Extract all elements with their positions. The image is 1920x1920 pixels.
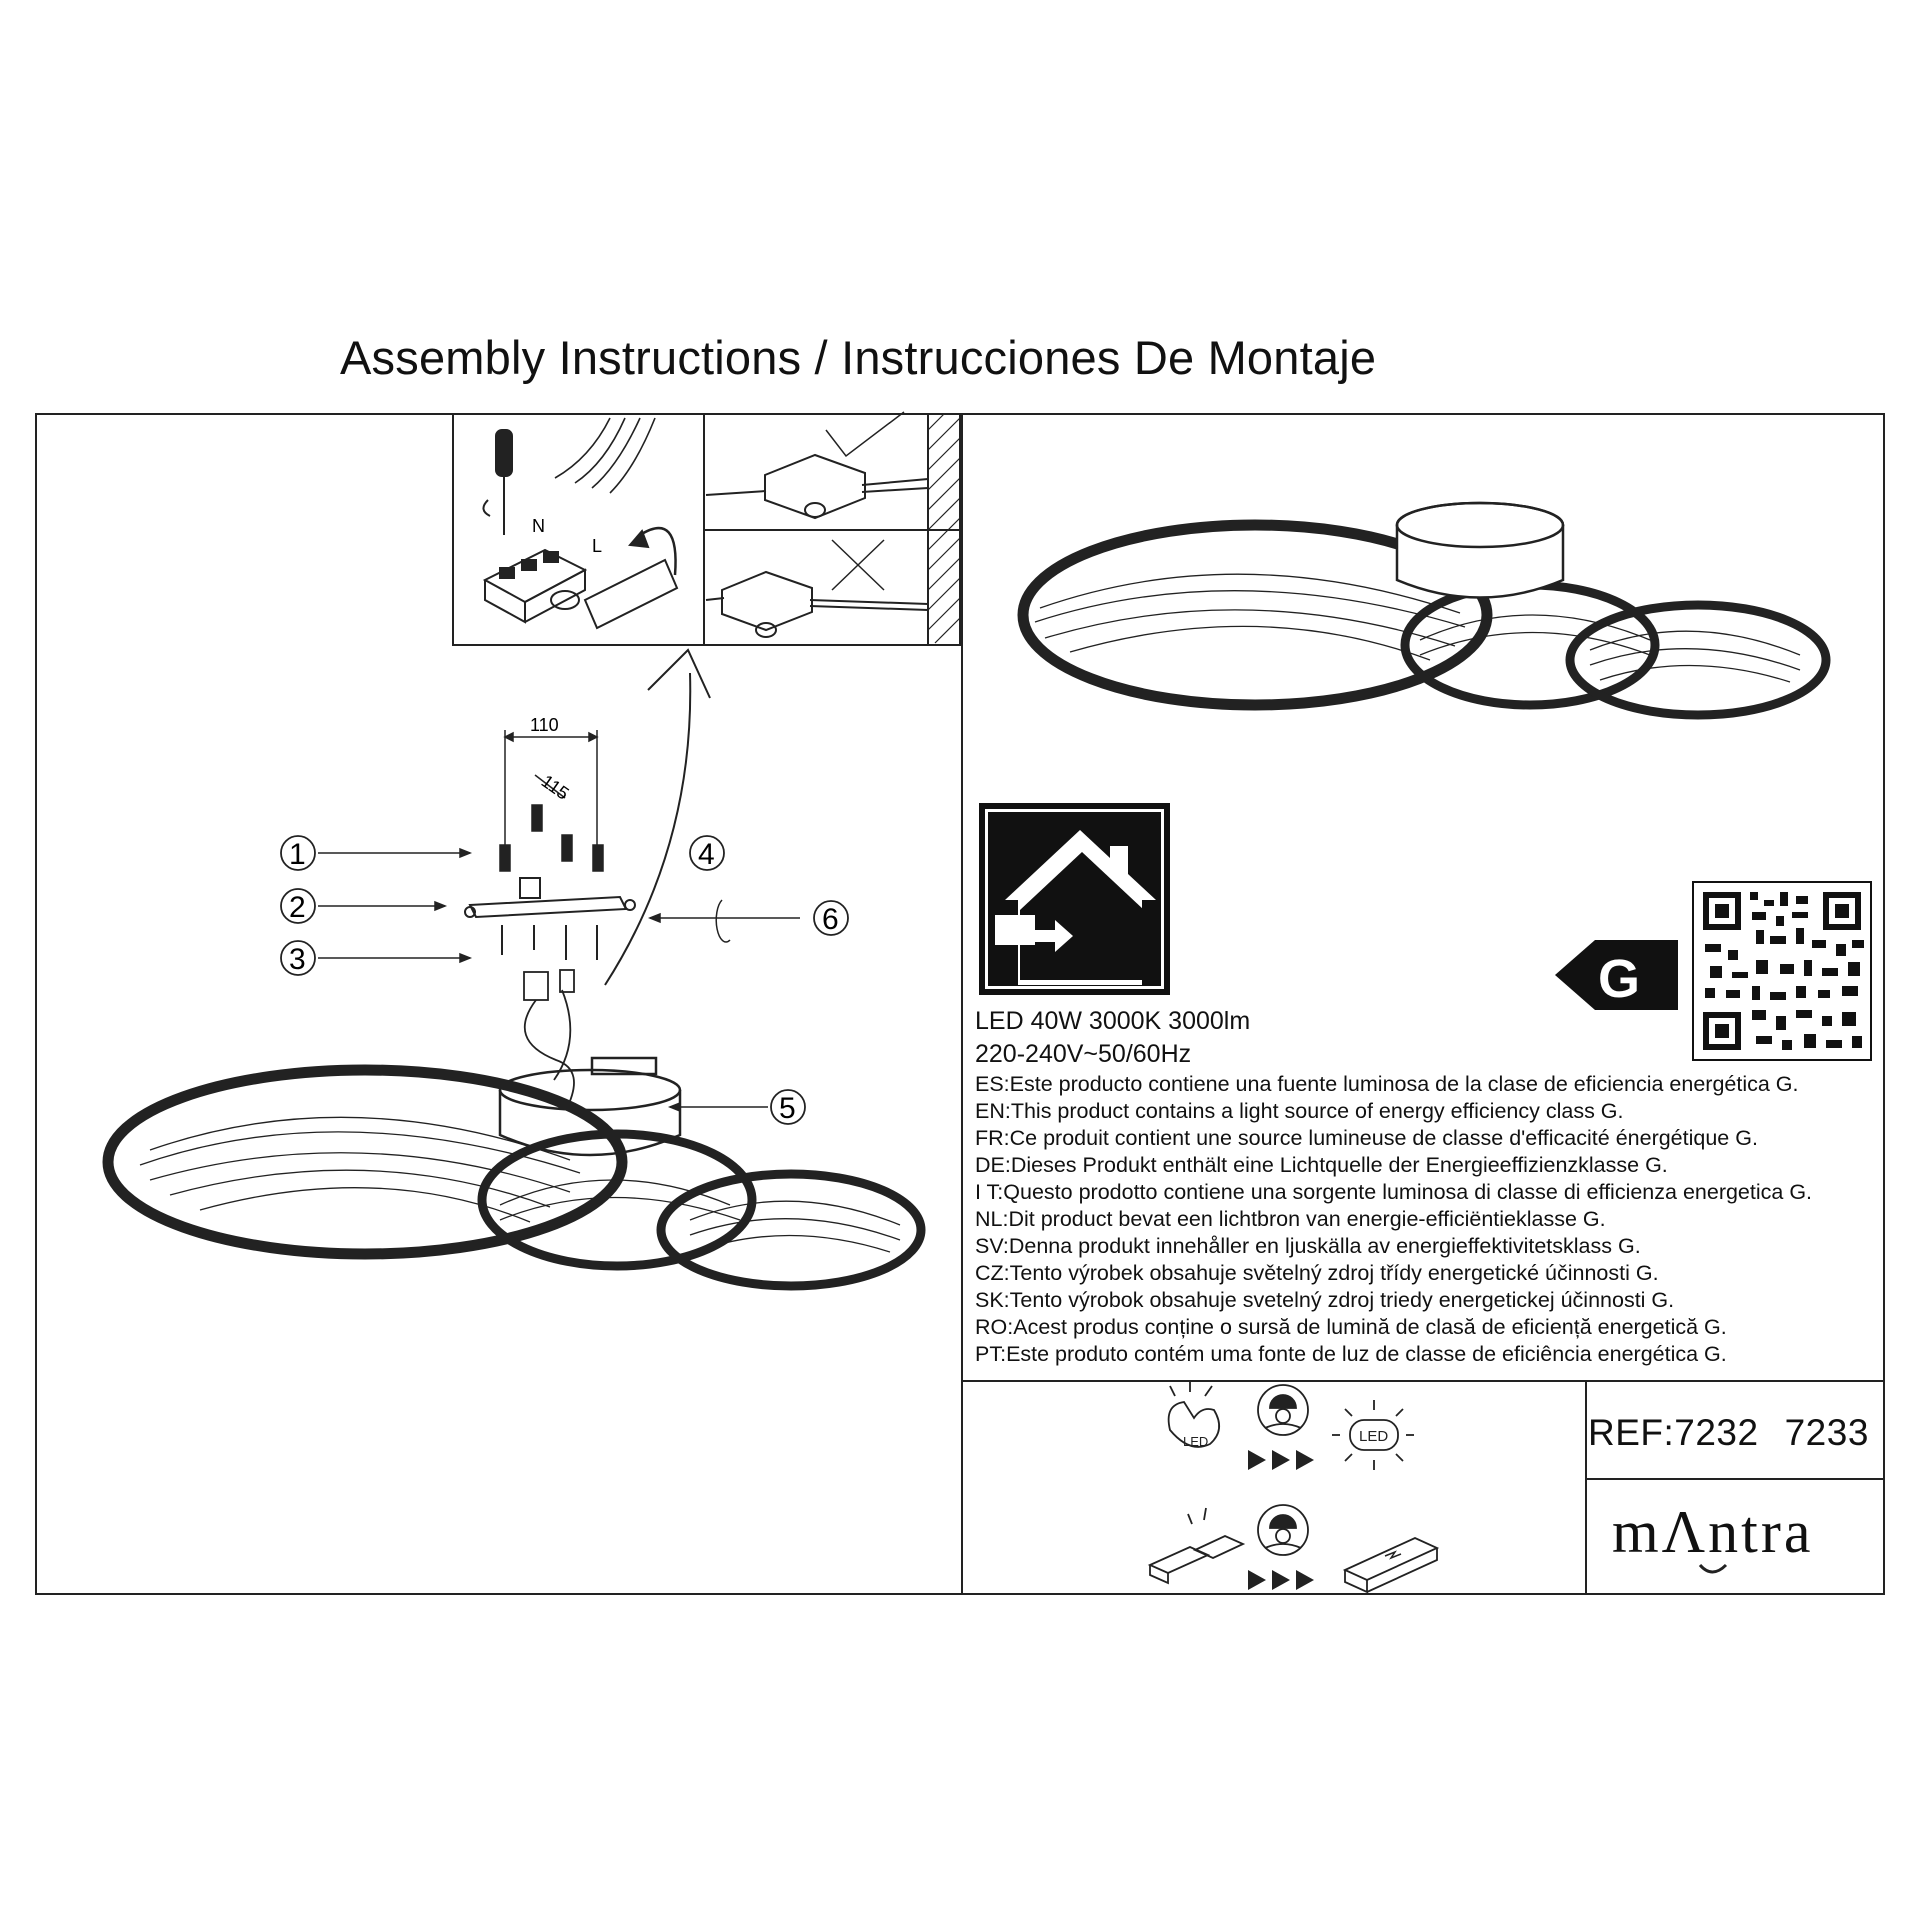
fixture-rings-left — [102, 1064, 926, 1291]
check-icon — [825, 411, 905, 458]
page-title: Assembly Instructions / Instrucciones De… — [340, 331, 1377, 384]
energy-statement-nl: NL:Dit product bevat een lichtbron van e… — [975, 1207, 1606, 1231]
callout-1: 1 — [289, 838, 306, 871]
reference-code-2: 7233 — [1784, 1412, 1869, 1453]
driver-icon — [1342, 1537, 1440, 1594]
energy-statement-ro: RO:Acest produs conține o sursă de lumin… — [975, 1315, 1727, 1339]
energy-statement-de: DE:Dieses Produkt enthält eine Lichtquel… — [975, 1153, 1668, 1177]
house-export-icon — [979, 803, 1170, 995]
arrow-sequence — [1248, 1450, 1314, 1590]
qr-code-icon — [1692, 881, 1872, 1061]
driver-replace-icon — [1147, 1507, 1246, 1585]
connector-correct — [705, 453, 929, 520]
reference-number: REF:7232 7233 — [1588, 1412, 1869, 1454]
wall-plugs — [499, 804, 604, 872]
reference-prefix: REF: — [1588, 1412, 1675, 1453]
fixture-product-view — [1017, 501, 1831, 720]
callout-4: 4 — [698, 838, 715, 871]
svg-text:LED: LED — [1183, 1434, 1208, 1449]
technician-icon — [1257, 1384, 1309, 1436]
cross-icon — [831, 539, 885, 591]
energy-statement-es: ES:Este producto contiene una fuente lum… — [975, 1072, 1799, 1096]
curved-arrow — [604, 672, 692, 986]
energy-statement-sv: SV:Denna produkt innehåller en ljuskälla… — [975, 1234, 1641, 1258]
energy-statement-fr: FR:Ce produit contient une source lumine… — [975, 1126, 1758, 1150]
callout-3: 3 — [289, 943, 306, 976]
product-canopy — [1395, 501, 1565, 599]
center-divider — [961, 413, 963, 1595]
connector-incorrect — [705, 570, 929, 638]
led-replace-icon: LED — [1167, 1380, 1220, 1449]
spec-power: LED 40W 3000K 3000lm — [975, 1007, 1251, 1035]
ref-divider — [1585, 1380, 1587, 1595]
terminal-l: L — [592, 536, 602, 556]
dimension-lines — [503, 730, 599, 845]
spec-voltage: 220-240V~50/60Hz — [975, 1040, 1192, 1068]
energy-class-letter: G — [1598, 949, 1641, 1009]
energy-statement-cz: CZ:Tento výrobek obsahuje světelný zdroj… — [975, 1261, 1659, 1285]
screws — [501, 925, 598, 960]
brand-logo: mΛntra — [1612, 1499, 1814, 1565]
callout-2: 2 — [289, 891, 306, 924]
energy-statement-pt: PT:Este produto contém uma fonte de luz … — [975, 1342, 1727, 1366]
energy-statement-sk: SK:Tento výrobok obsahuje svetelný zdroj… — [975, 1288, 1675, 1312]
callout-5: 5 — [779, 1092, 796, 1125]
terminal-cover — [583, 526, 679, 630]
info-divider — [961, 1380, 1885, 1382]
ref-brand-divider — [1585, 1478, 1885, 1480]
terminal-block — [482, 548, 588, 624]
screwdriver-icon — [482, 429, 513, 535]
mounting-bracket — [464, 877, 636, 919]
technician-icon-2 — [1257, 1504, 1309, 1556]
callout-6: 6 — [822, 903, 839, 936]
dimension-110: 110 — [530, 715, 559, 735]
energy-statement-it: I T:Questo prodotto contiene una sorgent… — [975, 1180, 1813, 1204]
svg-text:LED: LED — [1359, 1428, 1388, 1445]
reference-code-1: 7232 — [1674, 1412, 1759, 1453]
terminal-n: N — [532, 516, 545, 536]
led-icon: LED — [1332, 1400, 1414, 1470]
callout-circles — [280, 835, 849, 1125]
energy-class-arrow — [1555, 940, 1678, 1010]
energy-statement-en: EN:This product contains a light source … — [975, 1099, 1624, 1123]
